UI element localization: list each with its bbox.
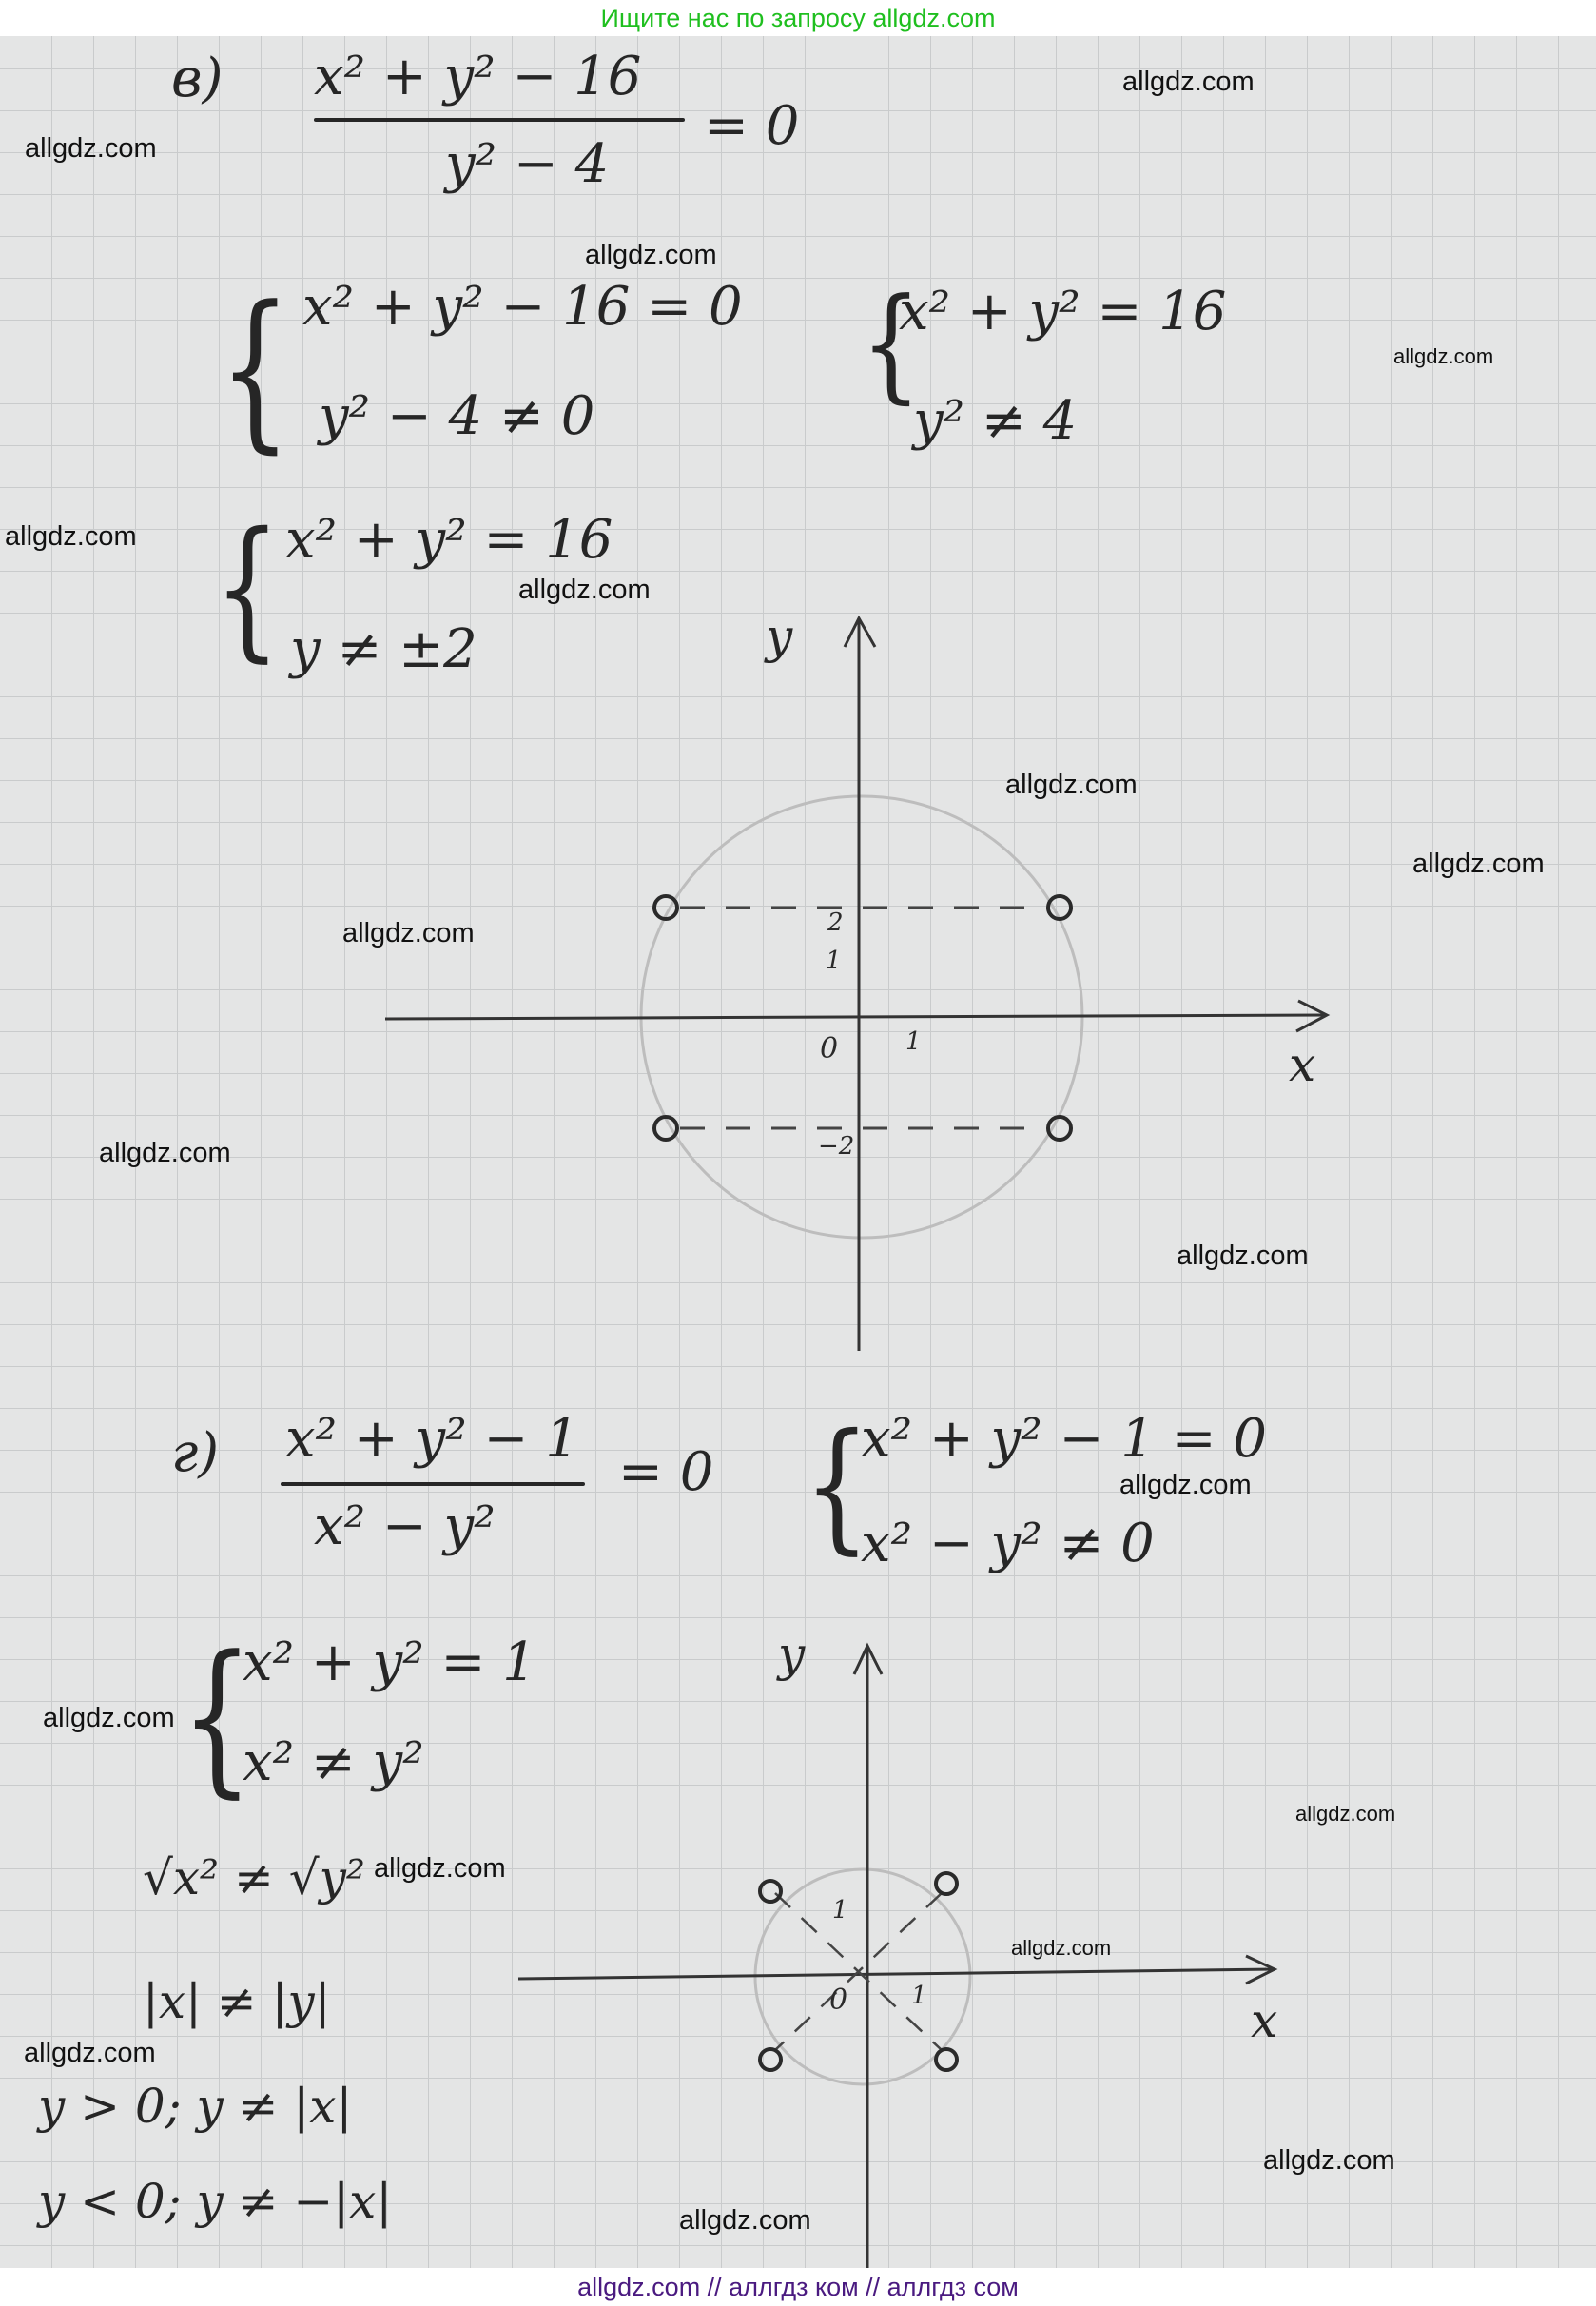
part-v-denominator: y² − 4	[445, 133, 610, 195]
part-g-step-sqrt: √x² ≠ √y²	[143, 1850, 365, 1905]
system-brace: {	[219, 271, 292, 470]
fraction-bar	[281, 1482, 585, 1486]
watermark: allgdz.com	[99, 1138, 231, 1168]
watermark: allgdz.com	[1295, 1802, 1396, 1826]
watermark: allgdz.com	[25, 133, 157, 164]
top-banner[interactable]: Ищите нас по запросу allgdz.com	[0, 0, 1596, 36]
tick-label: 2	[827, 909, 844, 937]
excluded-points	[652, 894, 1073, 1142]
watermark: allgdz.com	[1393, 344, 1494, 368]
tick-label: 1	[826, 947, 842, 975]
part-v-system3-eq1: x² + y² = 16	[285, 509, 613, 571]
part-v-system3-eq2: y ≠ ±2	[290, 618, 477, 680]
origin-label: 0	[829, 1984, 848, 2017]
excluded-diagonals	[774, 1892, 943, 2051]
part-v-rhs: = 0	[704, 95, 800, 157]
watermark: allgdz.com	[342, 918, 475, 948]
system-brace: {	[214, 499, 281, 676]
watermark: allgdz.com	[374, 1853, 506, 1884]
watermark: allgdz.com	[518, 575, 651, 605]
part-g-step-abs: |x| ≠ |y|	[143, 1974, 331, 2029]
watermark: allgdz.com	[24, 2038, 156, 2068]
tick-label: −2	[818, 1132, 855, 1161]
tick-label: 1	[905, 1027, 922, 1056]
part-g-label: г)	[171, 1422, 220, 1484]
part-g-denominator: x² − y²	[314, 1495, 496, 1557]
part-v-numerator: x² + y² − 16	[314, 46, 642, 107]
watermark: allgdz.com	[1011, 1936, 1112, 1960]
part-g-axis-y-label: y	[778, 1627, 806, 1682]
part-g-system1-eq1: x² + y² − 1 = 0	[861, 1408, 1267, 1470]
part-g-system1-eq2: x² − y² ≠ 0	[861, 1513, 1155, 1574]
watermark: allgdz.com	[43, 1703, 175, 1733]
tick-label: 1	[911, 1982, 927, 2010]
x-axis	[517, 1967, 1275, 1981]
x-axis-arrow	[1245, 1954, 1278, 1985]
watermark: allgdz.com	[1412, 849, 1545, 879]
excluded-points	[758, 1871, 959, 2072]
part-g-step-negative: y < 0; y ≠ −|x|	[38, 2174, 393, 2229]
part-v-axis-y-label: y	[766, 609, 793, 664]
y-axis-arrow	[843, 615, 877, 648]
origin-label: 0	[820, 1032, 839, 1065]
part-g-numerator: x² + y² − 1	[285, 1408, 579, 1470]
watermark: allgdz.com	[585, 240, 717, 270]
watermark: allgdz.com	[1005, 770, 1138, 800]
tick-label: 1	[832, 1896, 848, 1925]
watermark: allgdz.com	[1177, 1241, 1309, 1271]
part-v-system1-eq1: x² + y² − 16 = 0	[302, 276, 743, 338]
system-brace: {	[861, 271, 922, 417]
system-brace: {	[804, 1403, 870, 1568]
part-g-system2-eq1: x² + y² = 1	[243, 1632, 536, 1693]
y-axis-arrow	[852, 1642, 884, 1675]
excluded-lines	[680, 906, 1043, 1130]
bottom-banner[interactable]: allgdz.com // аллгдз ком // аллгдз сом	[0, 2268, 1596, 2306]
watermark: allgdz.com	[5, 521, 137, 552]
watermark: allgdz.com	[679, 2205, 811, 2236]
part-g-step-positive: y > 0; y ≠ |x|	[38, 2079, 353, 2134]
part-v-system1-eq2: y² − 4 ≠ 0	[319, 385, 595, 447]
part-g-axis-x-label: x	[1251, 1993, 1278, 2048]
x-axis-arrow	[1295, 999, 1331, 1033]
part-v-label: в)	[171, 48, 224, 109]
part-g-system2-eq2: x² ≠ y²	[243, 1731, 424, 1793]
watermark: allgdz.com	[1119, 1470, 1252, 1500]
part-v-system2-eq2: y² ≠ 4	[913, 390, 1078, 452]
system-brace: {	[181, 1622, 254, 1814]
watermark: allgdz.com	[1122, 67, 1255, 97]
part-g-rhs: = 0	[618, 1441, 714, 1503]
part-v-system2-eq1: x² + y² = 16	[899, 281, 1227, 342]
watermark: allgdz.com	[1263, 2145, 1395, 2176]
part-v-axis-x-label: x	[1289, 1037, 1316, 1092]
fraction-bar	[314, 118, 685, 122]
x-axis	[384, 1013, 1328, 1021]
